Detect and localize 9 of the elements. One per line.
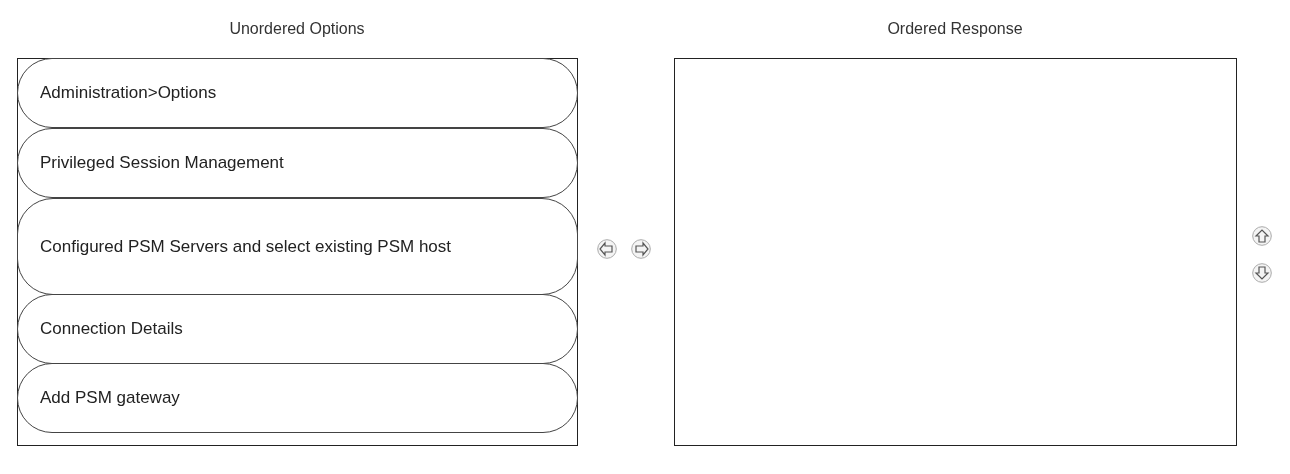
list-panel: [674, 58, 1237, 446]
option-item: Add PSM gateway: [17, 363, 578, 433]
option-item: Privileged Session Management: [17, 128, 578, 198]
panel-heading: Unordered Options: [228, 20, 366, 38]
option-item: Configured PSM Servers and select existing PSM host: [17, 198, 578, 295]
option-item: Connection Details: [17, 294, 578, 364]
option-item: Administration>Options: [17, 58, 578, 128]
panel-heading: Ordered Response: [886, 20, 1024, 38]
list-panel: [17, 58, 578, 446]
